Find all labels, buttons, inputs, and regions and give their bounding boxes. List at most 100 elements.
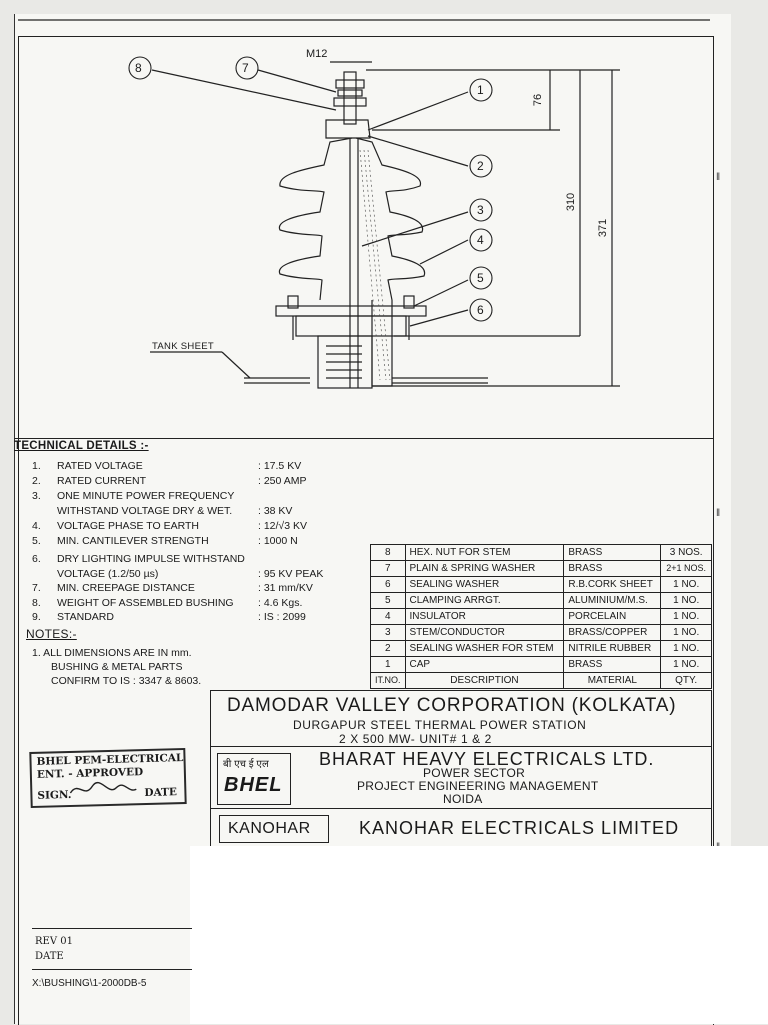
tech-label: MIN. CANTILEVER STRENGTH <box>57 535 209 547</box>
bhel-dept: PROJECT ENGINEERING MANAGEMENT <box>357 779 599 793</box>
stamp-line: SIGN. <box>37 788 72 802</box>
client-name: DAMODAR VALLEY CORPORATION (KOLKATA) <box>227 695 677 716</box>
tech-label: DRY LIGHTING IMPULSE WITHSTAND <box>57 553 245 565</box>
tech-value: : IS : 2099 <box>258 611 306 623</box>
tech-no: 7. <box>32 582 41 594</box>
tech-value: : 17.5 KV <box>258 460 302 472</box>
bom-header: MATERIAL <box>563 672 662 689</box>
bom-material: BRASS <box>563 544 662 561</box>
margin-mark: ‖ <box>716 508 721 519</box>
blank-patch <box>190 846 768 1024</box>
title-bhel-block: बी एच ई एल BHEL BHARAT HEAVY ELECTRICALS… <box>210 746 712 810</box>
balloon-label: 4 <box>477 233 484 247</box>
tech-label: VOLTAGE (1.2/50 µs) <box>57 568 159 580</box>
bom-description: CAP <box>404 656 565 673</box>
bom-item-no: 2 <box>370 640 406 657</box>
revision-number: REV 01 <box>35 936 73 947</box>
station-name: DURGAPUR STEEL THERMAL POWER STATION <box>293 718 587 732</box>
tech-no: 6. <box>32 553 41 565</box>
bhel-name: BHARAT HEAVY ELECTRICALS LTD. <box>319 749 655 769</box>
tech-value: : 31 mm/KV <box>258 582 313 594</box>
stamp-line: DATE <box>144 786 178 800</box>
bom-material: R.B.CORK SHEET <box>563 576 662 593</box>
tech-no: 4. <box>32 520 41 532</box>
balloon-label: 7 <box>242 61 249 75</box>
bom-item-no: 7 <box>370 560 406 577</box>
dimension-76: 76 <box>532 93 545 107</box>
vendor-logo-box: KANOHAR <box>219 815 329 843</box>
note-line: 1. ALL DIMENSIONS ARE IN mm. <box>32 647 192 659</box>
bom-qty: 1 NO. <box>660 624 712 641</box>
bushing-drawing <box>18 19 710 389</box>
tech-label: VOLTAGE PHASE TO EARTH <box>57 520 199 532</box>
balloon-label: 8 <box>135 61 142 75</box>
bom-description: SEALING WASHER <box>404 576 565 593</box>
bom-item-no: 4 <box>370 608 406 625</box>
tech-no: 2. <box>32 475 41 487</box>
bom-qty: 1 NO. <box>660 640 712 657</box>
thread-label: M12 <box>306 48 328 60</box>
bhel-logo-box: बी एच ई एल BHEL <box>217 753 291 805</box>
note-line: BUSHING & METAL PARTS <box>51 661 183 673</box>
tech-value: : 95 KV PEAK <box>258 568 324 580</box>
balloon-label: 5 <box>477 271 484 285</box>
balloon-label: 1 <box>477 83 484 97</box>
bom-item-no: 6 <box>370 576 406 593</box>
bom-qty: 1 NO. <box>660 592 712 609</box>
margin-mark: ‖ <box>716 172 721 183</box>
bom-header: QTY. <box>660 672 712 689</box>
bom-row: 5 CLAMPING ARRGT. ALUMINIUM/M.S. 1 NO. <box>370 592 712 609</box>
bom-description: INSULATOR <box>404 608 565 625</box>
section-divider <box>14 438 714 439</box>
bom-row: 1 CAP BRASS 1 NO. <box>370 656 712 673</box>
bom-row: 4 INSULATOR PORCELAIN 1 NO. <box>370 608 712 625</box>
bom-description: STEM/CONDUCTOR <box>404 624 565 641</box>
tech-label: MIN. CREEPAGE DISTANCE <box>57 582 195 594</box>
tech-label: WITHSTAND VOLTAGE DRY & WET. <box>57 505 233 517</box>
tech-no: 9. <box>32 611 41 623</box>
balloon-label: 6 <box>477 303 484 317</box>
bom-item-no: 3 <box>370 624 406 641</box>
bom-material: NITRILE RUBBER <box>563 640 662 657</box>
bom-header: IT.NO. <box>370 672 406 689</box>
bhel-hindi: बी एच ई एल <box>223 759 269 770</box>
tech-label: ONE MINUTE POWER FREQUENCY <box>57 490 235 502</box>
bom-header-row: IT.NO. DESCRIPTION MATERIAL QTY. <box>370 672 712 689</box>
bom-material: ALUMINIUM/M.S. <box>563 592 662 609</box>
tank-sheet-label: TANK SHEET <box>152 341 214 352</box>
bom-material: BRASS <box>563 656 662 673</box>
bom-description: PLAIN & SPRING WASHER <box>404 560 565 577</box>
title-vendor-block: KANOHAR KANOHAR ELECTRICALS LIMITED <box>210 808 712 850</box>
tech-no: 8. <box>32 597 41 609</box>
signature <box>69 781 137 794</box>
bom-row: 3 STEM/CONDUCTOR BRASS/COPPER 1 NO. <box>370 624 712 641</box>
bom-item-no: 1 <box>370 656 406 673</box>
balloon-label: 2 <box>477 159 484 173</box>
bom-material: PORCELAIN <box>563 608 662 625</box>
dimension-371: 371 <box>597 218 610 238</box>
units-label: 2 X 500 MW- UNIT# 1 & 2 <box>339 732 492 746</box>
bom-qty: 2+1 NOS. <box>660 560 712 577</box>
tech-no: 3. <box>32 490 41 502</box>
bom-qty: 1 NO. <box>660 576 712 593</box>
tech-no: 5. <box>32 535 41 547</box>
bom-qty: 1 NO. <box>660 656 712 673</box>
revision-block: REV 01 DATE <box>32 928 192 970</box>
technical-heading: TECHNICAL DETAILS :- <box>14 440 149 452</box>
dimension-310: 310 <box>565 192 578 212</box>
revision-date-label: DATE <box>35 951 64 962</box>
bom-qty: 3 NOS. <box>660 544 712 561</box>
tech-no: 1. <box>32 460 41 472</box>
balloon-label: 3 <box>477 203 484 217</box>
tech-value: : 12/√3 KV <box>258 520 307 532</box>
bom-description: HEX. NUT FOR STEM <box>404 544 565 561</box>
tech-value: : 1000 N <box>258 535 298 547</box>
bhel-logo: BHEL <box>224 774 283 796</box>
approval-stamp: BHEL PEM-ELECTRICAL ENT. - APPROVED SIGN… <box>29 747 187 809</box>
bom-item-no: 8 <box>370 544 406 561</box>
bom-row: 7 PLAIN & SPRING WASHER BRASS 2+1 NOS. <box>370 560 712 577</box>
note-line: CONFIRM TO IS : 3347 & 8603. <box>51 675 202 687</box>
bom-row: 6 SEALING WASHER R.B.CORK SHEET 1 NO. <box>370 576 712 593</box>
title-client-block: DAMODAR VALLEY CORPORATION (KOLKATA) DUR… <box>210 690 712 748</box>
bill-of-materials: 8 HEX. NUT FOR STEM BRASS 3 NOS. 7 PLAIN… <box>370 544 712 689</box>
